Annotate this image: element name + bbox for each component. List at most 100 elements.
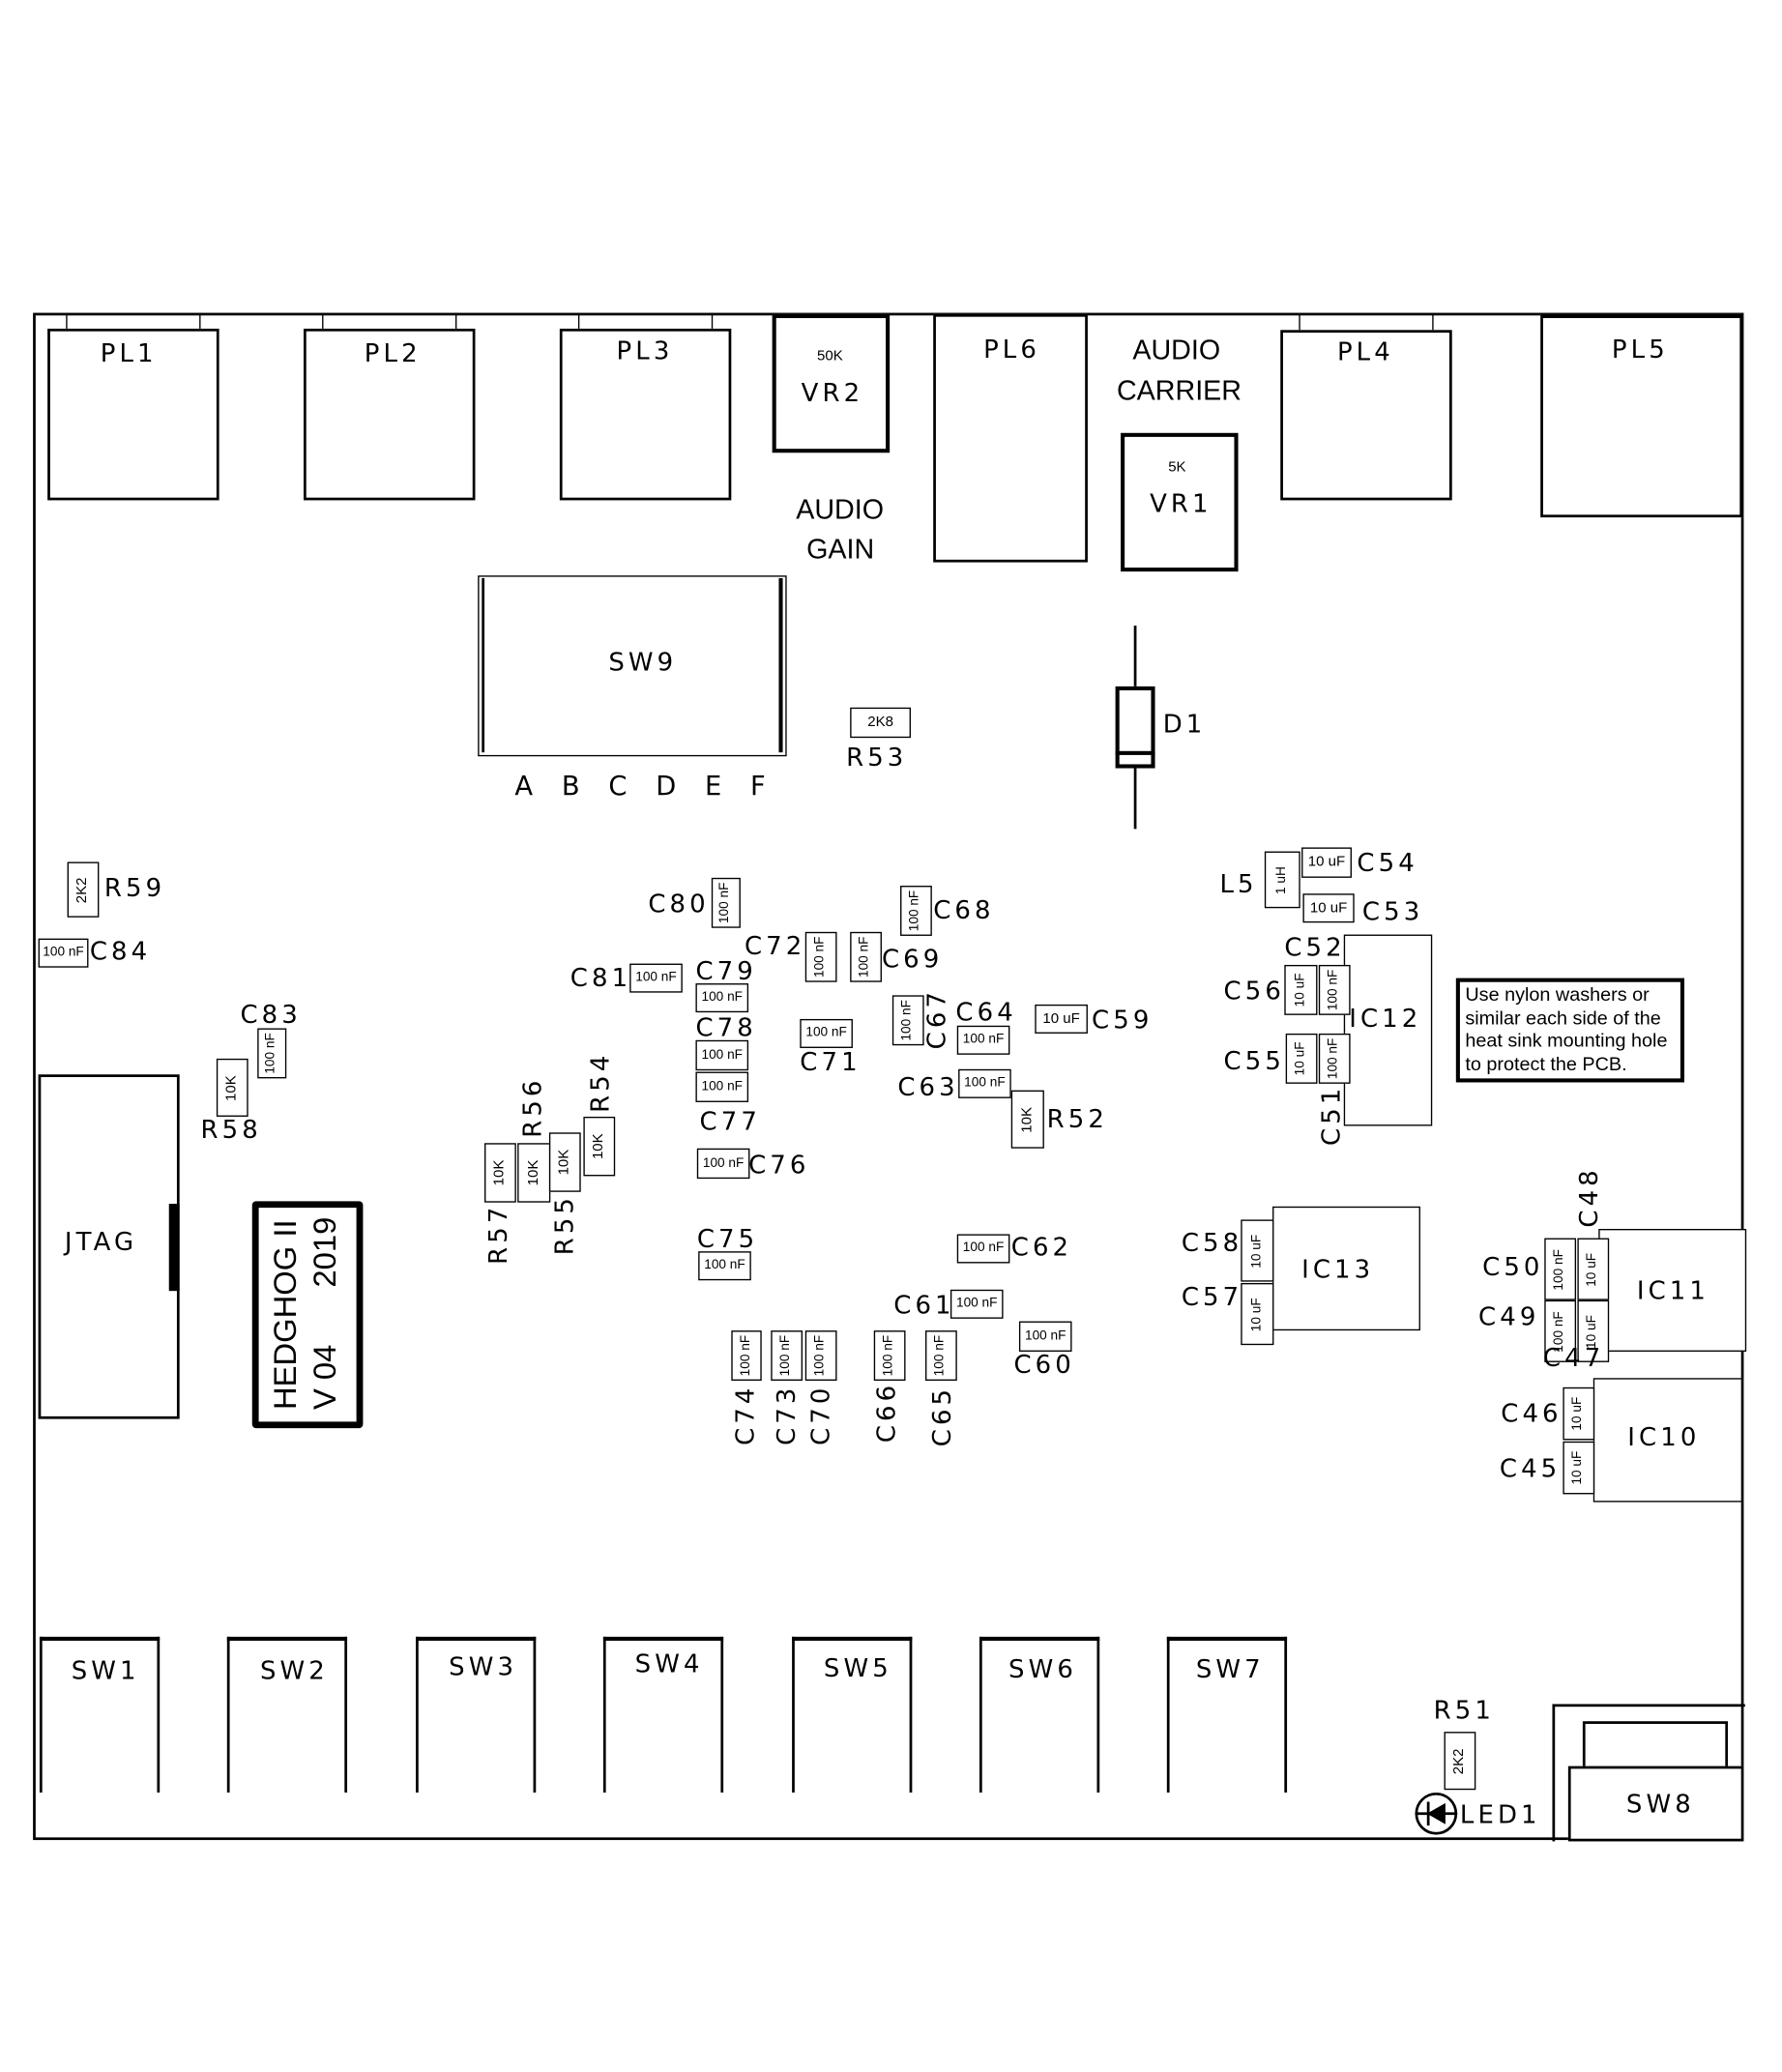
resistor-r55: 10K	[548, 1132, 581, 1192]
sw7-label: SW7	[1195, 1654, 1265, 1684]
c52-value: 100 nF	[1327, 969, 1342, 1011]
c78-label: C78	[695, 1013, 757, 1043]
c56-value: 10 uF	[1293, 973, 1308, 1007]
c76-label: C76	[748, 1151, 810, 1181]
c52-label: C52	[1284, 933, 1346, 963]
c61-label: C61	[893, 1291, 955, 1321]
c62-value: 100 nF	[962, 1240, 1005, 1256]
jtag-label: JTAG	[64, 1227, 138, 1257]
r51-value: 2K2	[1451, 1747, 1468, 1774]
board-year: 2019	[307, 1216, 343, 1288]
sw3-label: SW3	[449, 1652, 518, 1682]
r58-label: R58	[200, 1115, 262, 1145]
capacitor-c57: 10 uF	[1241, 1282, 1274, 1346]
c64-label: C64	[955, 998, 1017, 1028]
c45-value: 10 uF	[1570, 1450, 1586, 1485]
c67-value: 100 nF	[900, 1000, 916, 1041]
connector-jtag	[38, 1074, 180, 1419]
r59-label: R59	[103, 873, 166, 903]
switch-sw5	[792, 1636, 913, 1793]
pot-vr1	[1121, 432, 1239, 572]
vr2-value: 50K	[817, 348, 843, 365]
c56-label: C56	[1223, 977, 1285, 1007]
r56-label: R56	[518, 1076, 548, 1138]
r59-value: 2K2	[74, 876, 91, 903]
capacitor-c47: 10 uF	[1577, 1299, 1610, 1362]
c66-value: 100 nF	[881, 1334, 896, 1377]
resistor-r51: 2K2	[1444, 1732, 1476, 1791]
capacitor-c63: 100 nF	[958, 1068, 1011, 1098]
inductor-l5: 1 uH	[1264, 851, 1300, 909]
c71-value: 100 nF	[805, 1025, 847, 1040]
ic-ic13	[1272, 1206, 1420, 1331]
c80-label: C80	[648, 890, 710, 919]
sw2-label: SW2	[259, 1656, 329, 1686]
capacitor-c71: 100 nF	[800, 1018, 853, 1048]
c60-label: C60	[1013, 1350, 1075, 1380]
c50-value: 100 nF	[1552, 1248, 1567, 1290]
ic-ic11	[1598, 1229, 1747, 1352]
capacitor-c66: 100 nF	[873, 1330, 906, 1381]
c45-label: C45	[1499, 1454, 1562, 1484]
capacitor-c64: 100 nF	[956, 1025, 1010, 1055]
pl4-label: PL4	[1336, 337, 1394, 367]
capacitor-c48: 10 uF	[1577, 1238, 1610, 1300]
note-line-2: similar each side of the	[1465, 1007, 1661, 1030]
c65-label: C65	[927, 1385, 957, 1447]
capacitor-c69: 100 nF	[850, 931, 882, 982]
c58-value: 10 uF	[1249, 1234, 1265, 1268]
audio-gain-label-line1: AUDIO	[796, 494, 885, 526]
c75-label: C75	[696, 1224, 759, 1254]
sw4-label: SW4	[634, 1649, 704, 1679]
ic11-label: IC11	[1636, 1276, 1709, 1306]
c63-value: 100 nF	[964, 1075, 1006, 1091]
c47-label: C47	[1542, 1343, 1605, 1373]
pl5-label: PL5	[1611, 335, 1669, 365]
audio-gain-label-line2: GAIN	[806, 534, 875, 566]
capacitor-c76: 100 nF	[696, 1148, 750, 1180]
ic-ic10	[1592, 1378, 1743, 1503]
r57-value: 10K	[491, 1159, 508, 1186]
pl3-label: PL3	[616, 336, 674, 366]
capacitor-c53: 10 uF	[1302, 893, 1355, 923]
capacitor-c80: 100 nF	[711, 877, 741, 928]
c48-value: 10 uF	[1585, 1252, 1600, 1287]
c67-label: C67	[922, 987, 952, 1050]
resistor-r59: 2K2	[67, 861, 100, 918]
d1-cathode-band	[1115, 750, 1155, 755]
c55-label: C55	[1223, 1046, 1285, 1076]
c75-value: 100 nF	[704, 1258, 745, 1273]
capacitor-c58: 10 uF	[1241, 1219, 1274, 1282]
c73-label: C73	[772, 1384, 802, 1445]
c46-value: 10 uF	[1570, 1396, 1586, 1431]
capacitor-c78: 100 nF	[695, 1039, 749, 1071]
sw9-label: SW9	[608, 648, 678, 678]
r58-value: 10K	[223, 1074, 240, 1101]
c51-label: C51	[1317, 1084, 1347, 1146]
audio-carrier-label-line2: CARRIER	[1116, 376, 1242, 407]
c50-label: C50	[1482, 1252, 1544, 1282]
board-outline	[33, 312, 1744, 1841]
c61-value: 100 nF	[955, 1296, 998, 1311]
diode-d1	[1115, 686, 1155, 769]
switch-sw7	[1166, 1636, 1288, 1793]
board-name: HEDGHOG II	[268, 1219, 304, 1411]
r55-value: 10K	[556, 1149, 572, 1176]
resistor-r56: 10K	[517, 1143, 551, 1203]
c64-value: 100 nF	[962, 1032, 1005, 1047]
capacitor-c50: 100 nF	[1544, 1238, 1577, 1300]
resistor-r54: 10K	[583, 1116, 616, 1177]
c72-label: C72	[744, 931, 806, 961]
c55-value: 10 uF	[1293, 1041, 1308, 1076]
pl2-label: PL2	[364, 338, 422, 368]
vr1-value: 5K	[1168, 459, 1186, 476]
sw9-left-bar	[482, 577, 485, 753]
audio-carrier-label-line1: AUDIO	[1132, 335, 1221, 366]
switch-sw9	[478, 575, 787, 757]
c74-value: 100 nF	[738, 1334, 753, 1377]
c58-label: C58	[1181, 1229, 1243, 1259]
sw9-position-b: B	[561, 769, 580, 802]
capacitor-c81: 100 nF	[629, 963, 683, 993]
